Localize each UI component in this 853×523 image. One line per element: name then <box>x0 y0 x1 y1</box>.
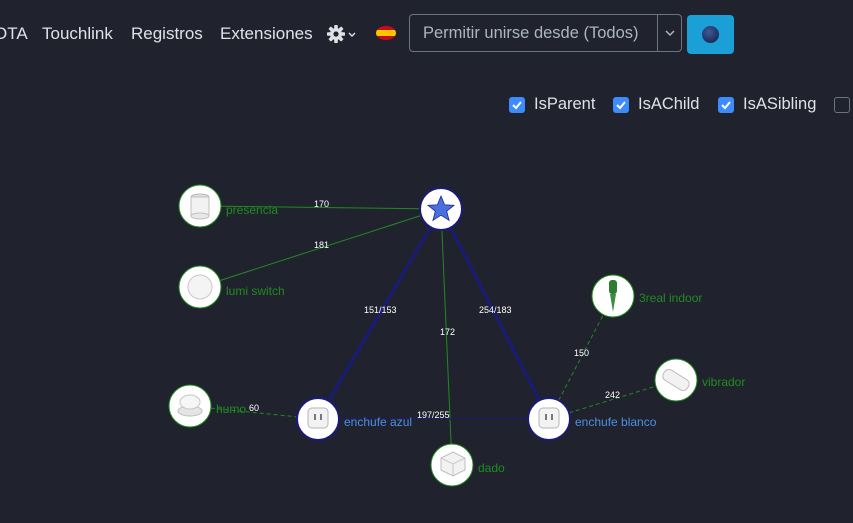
link-label: 151/153 <box>364 305 397 315</box>
checkbox-checked[interactable] <box>718 97 734 113</box>
node-label: 3real indoor <box>639 291 702 305</box>
link-lumi-switch <box>199 208 442 288</box>
link-presencia <box>199 205 442 210</box>
node-label: enchufe blanco <box>575 415 657 429</box>
link-labels: 170 181 151/153 172 254/183 150 242 60 1… <box>249 199 620 420</box>
plug-icon <box>307 407 329 429</box>
link-label: 150 <box>574 348 589 358</box>
link-label: 242 <box>605 390 620 400</box>
link-label: 181 <box>314 240 329 250</box>
cube-icon <box>440 451 466 477</box>
links <box>189 205 677 466</box>
node-label: dado <box>478 461 505 475</box>
link-label: 254/183 <box>479 305 512 315</box>
link-label: 172 <box>440 327 455 337</box>
link-coord-enchufe-azul <box>316 208 443 420</box>
filter-label: IsASibling <box>743 95 817 113</box>
smoke-detector-icon <box>177 394 203 417</box>
star-icon <box>426 194 456 222</box>
theme-button[interactable] <box>687 15 734 54</box>
globe-icon <box>702 26 719 43</box>
node-vibrador[interactable]: vibrador <box>654 358 745 402</box>
link-3real <box>548 295 614 420</box>
node-3real-indoor[interactable]: 3real indoor <box>591 274 702 318</box>
nav-link-extensions[interactable]: Extensiones <box>220 24 313 43</box>
soil-sensor-icon <box>609 280 617 312</box>
permit-join-value: Permitir unirse desde (Todos) <box>423 24 639 42</box>
node-enchufe-azul[interactable]: enchufe azul <box>296 397 412 441</box>
filter-isparent[interactable]: IsParent <box>509 95 599 117</box>
checkbox-checked[interactable] <box>509 97 525 113</box>
link-dado <box>440 208 453 466</box>
link-coord-enchufe-blanco <box>439 208 551 420</box>
link-label: 60 <box>249 403 259 413</box>
node-label: presencia <box>226 203 278 217</box>
nav-link-touchlink[interactable]: Touchlink <box>42 24 113 43</box>
node-dado[interactable]: dado <box>430 443 505 487</box>
filter-isasibling[interactable]: IsASibling <box>718 95 818 117</box>
select-divider <box>657 15 658 51</box>
nav-link-logs[interactable]: Registros <box>131 24 203 43</box>
node-coordinator[interactable] <box>419 187 463 231</box>
vibration-sensor-icon <box>662 368 690 392</box>
node-presencia[interactable]: presencia <box>178 184 278 228</box>
plug-icon <box>538 407 560 429</box>
checkbox-checked[interactable] <box>613 97 629 113</box>
node-label: humo <box>216 402 246 416</box>
node-enchufe-blanco[interactable]: enchufe blanco <box>527 397 657 441</box>
node-label: vibrador <box>702 375 745 389</box>
node-lumi-switch[interactable]: lumi switch <box>178 265 285 309</box>
link-label: 197/255 <box>417 410 450 420</box>
node-humo[interactable]: humo <box>168 384 246 428</box>
link-vibrador <box>548 379 677 420</box>
motion-sensor-icon <box>190 193 210 220</box>
permit-join-select[interactable]: Permitir unirse desde (Todos) <box>409 14 682 52</box>
filter-checkbox-unchecked[interactable] <box>834 97 850 113</box>
navbar: OTA Touchlink Registros Extensiones <box>0 0 853 68</box>
chevron-down-icon <box>665 30 675 37</box>
node-label: enchufe azul <box>344 415 412 429</box>
filter-isachild[interactable]: IsAChild <box>613 95 703 117</box>
filter-label: IsAChild <box>638 95 700 113</box>
gear-icon[interactable] <box>326 22 358 46</box>
node-label: lumi switch <box>226 284 285 298</box>
filter-label: IsParent <box>534 95 596 113</box>
nav-link-ota[interactable]: OTA <box>0 24 28 43</box>
button-icon <box>187 274 213 300</box>
spain-flag-icon[interactable] <box>376 26 396 40</box>
link-label: 170 <box>314 199 329 209</box>
